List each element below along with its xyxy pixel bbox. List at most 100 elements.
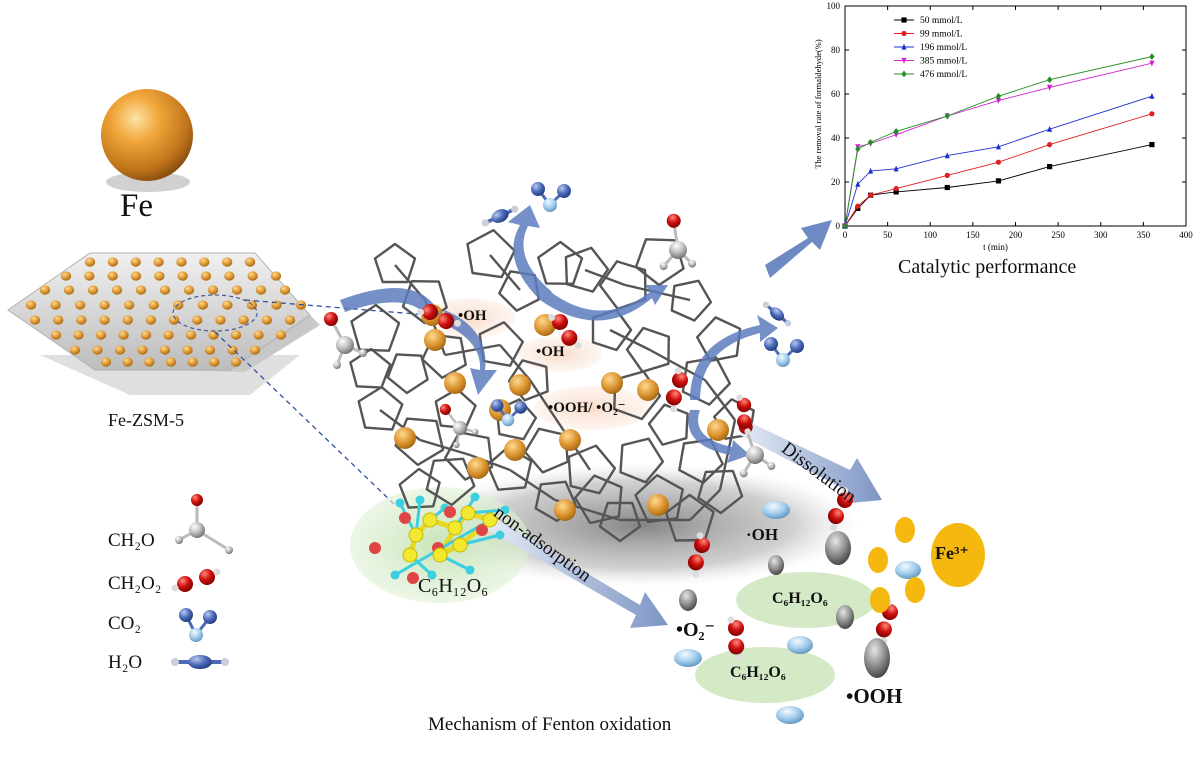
data-point [842,222,848,230]
glucose-c-atom [422,512,438,528]
fe-particle [100,357,112,367]
legend-h2o: H₂O [108,652,143,673]
fe-particle [192,315,203,325]
series-path [844,56,1152,227]
glucose-h-atom [415,495,425,505]
framework-bond [609,328,651,352]
radical-particle [776,706,804,724]
legend-entry: 99 mmol/L [920,30,963,40]
formic-acid-molecule [827,487,853,532]
fe-particle [50,330,62,340]
framework-bond [444,343,501,357]
fe-particle [84,257,96,267]
framework-ring [401,280,448,325]
glucose-c-atom [432,547,448,563]
framework-fe-atom [647,494,669,516]
radical-o2-label: •O₂⁻ [676,619,716,641]
fe-particle [238,315,249,325]
fe-particle [244,257,256,267]
framework-ring [634,238,685,287]
x-tick-label: 400 [1179,230,1193,240]
glucose-c-atom [408,527,424,543]
fe-particle [130,271,142,281]
fe-particle [199,257,210,267]
data-point [1149,93,1155,99]
fe-particle [130,257,141,267]
framework-ring [523,427,569,474]
catalytic-label: Catalytic performance [898,256,1077,278]
co2-molecule [764,337,804,367]
fe-particle [74,300,86,310]
glucose-h-atom [395,498,405,508]
y-tick-label: 40 [831,133,841,143]
framework-bond [704,379,736,421]
framework-ring [696,316,742,362]
co2-molecule [531,182,571,212]
x-tick-label: 50 [883,230,893,240]
data-point [867,192,874,198]
formic-acid-molecule [875,599,898,645]
glucose-h-atom [495,530,505,540]
glucose-o-atom [476,524,488,536]
fe-particle [197,300,209,310]
glucose-label-1: C₆H₁₂O₆ [772,590,828,607]
fe-particle [183,285,195,295]
data-point [1047,164,1053,170]
framework-fe-atom [509,374,531,396]
framework-ring [697,469,744,515]
data-point [901,30,907,37]
series-line [842,142,1155,229]
legend-ch2o-molecule [175,494,233,554]
fe-particle [76,315,87,325]
framework-bond [489,254,521,291]
fe-particle [118,330,129,340]
fe-label: Fe [120,188,153,224]
framework-ring [425,457,476,507]
y-tick-label: 20 [831,177,841,187]
framework-bond [529,379,591,471]
data-point [995,178,1002,184]
fe-particle [114,345,126,355]
fe-particle [187,357,198,367]
glucose-h-atom [465,565,475,575]
mechanism-label: Mechanism of Fenton oxidation [428,714,672,735]
fe-particle [182,345,193,355]
fe-particle [159,285,171,295]
fe-particle [207,285,219,295]
framework-bond [718,419,737,491]
data-point [867,139,874,146]
data-point [893,165,899,172]
fe-particle [208,330,219,340]
data-point [855,181,861,187]
radical-ooh-label: •OOH [846,684,903,708]
fe-particle [247,271,258,281]
data-point [1047,76,1053,84]
data-point [944,152,950,159]
fe-particle [107,257,119,267]
fe-particle [137,345,148,355]
framework-bond [584,268,626,287]
fezsm5-label: Fe-ZSM-5 [108,410,184,430]
formaldehyde-molecule [439,403,479,449]
framework-ring [647,403,689,446]
formic-acid-molecule [665,367,688,413]
fe-particle [148,300,159,310]
water-molecule [762,301,792,327]
data-point [893,189,899,195]
fe-particle [153,257,164,267]
radical-oh-label-3: ·OH [746,525,779,544]
glucose-label-main: C₆H₁₂O₆ [418,575,489,597]
legend-molecules [171,494,233,669]
legend-entry: 385 mmol/L [920,57,967,67]
oxidant-particle [679,589,697,611]
fe-particle [25,300,37,310]
fe-particle [95,330,107,340]
fe-particle [154,271,165,281]
fe-particle [279,285,291,295]
data-point [901,17,907,23]
fe-particle [209,357,220,367]
formaldehyde-molecule [324,312,367,369]
legend-ch2o2-molecule [171,568,221,592]
framework-ring [598,260,647,311]
radical-particle [787,636,813,654]
